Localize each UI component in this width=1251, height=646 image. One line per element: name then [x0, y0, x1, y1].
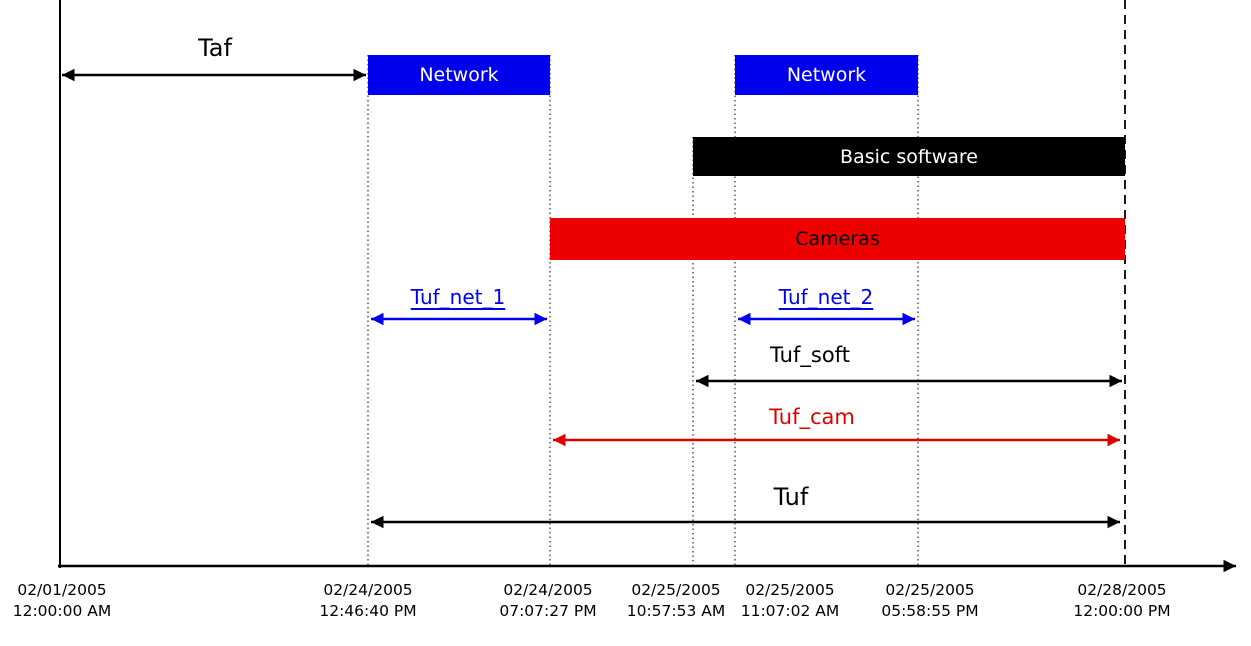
interval-label-tuf-net-2: Tuf_net_2 [778, 285, 874, 309]
axis-tick-1-time: 12:46:40 PM [319, 602, 417, 620]
axis-tick-5-time: 05:58:55 PM [881, 602, 979, 620]
bar-cameras-label: Cameras [795, 228, 880, 250]
axis-tick-4-date: 02/25/2005 [745, 581, 835, 599]
interval-label-tuf-soft: Tuf_soft [770, 343, 850, 367]
interval-label-tuf-cam: Tuf_cam [769, 405, 855, 429]
bar-network-1: Network [368, 55, 550, 95]
axis-tick-0-time: 12:00:00 AM [12, 602, 112, 620]
axis-tick-1-date: 02/24/2005 [323, 581, 413, 599]
bar-network-2-label: Network [786, 64, 867, 86]
axis-tick-2: 02/24/2005 07:07:27 PM [473, 580, 623, 622]
interval-label-tuf: Tuf [773, 483, 809, 511]
axis-tick-4-time: 11:07:02 AM [740, 602, 840, 620]
interval-label-tuf-net-1: Tuf_net_1 [410, 285, 506, 309]
axis-tick-1: 02/24/2005 12:46:40 PM [293, 580, 443, 622]
axis-tick-2-time: 07:07:27 PM [499, 602, 597, 620]
bar-network-2: Network [735, 55, 918, 95]
axis-tick-0: 02/01/2005 12:00:00 AM [0, 580, 137, 622]
axis-tick-2-date: 02/24/2005 [503, 581, 593, 599]
axis-tick-5: 02/25/2005 05:58:55 PM [855, 580, 1005, 622]
axis-tick-6-time: 12:00:00 PM [1073, 602, 1171, 620]
bar-basic-software: Basic software [693, 137, 1125, 176]
bar-basic-software-label: Basic software [840, 145, 978, 168]
interval-label-taf: Taf [198, 34, 232, 62]
axis-tick-5-date: 02/25/2005 [885, 581, 975, 599]
axis-tick-0-date: 02/01/2005 [17, 581, 107, 599]
bar-cameras: Cameras [550, 218, 1125, 260]
axis-tick-3-time: 10:57:53 AM [626, 602, 726, 620]
axis-tick-4: 02/25/2005 11:07:02 AM [715, 580, 865, 622]
axis-tick-3: 02/25/2005 10:57:53 AM [601, 580, 751, 622]
axis-tick-6-date: 02/28/2005 [1077, 581, 1167, 599]
axis-tick-6: 02/28/2005 12:00:00 PM [1047, 580, 1197, 622]
axis-tick-3-date: 02/25/2005 [631, 581, 721, 599]
bar-network-1-label: Network [419, 64, 499, 86]
